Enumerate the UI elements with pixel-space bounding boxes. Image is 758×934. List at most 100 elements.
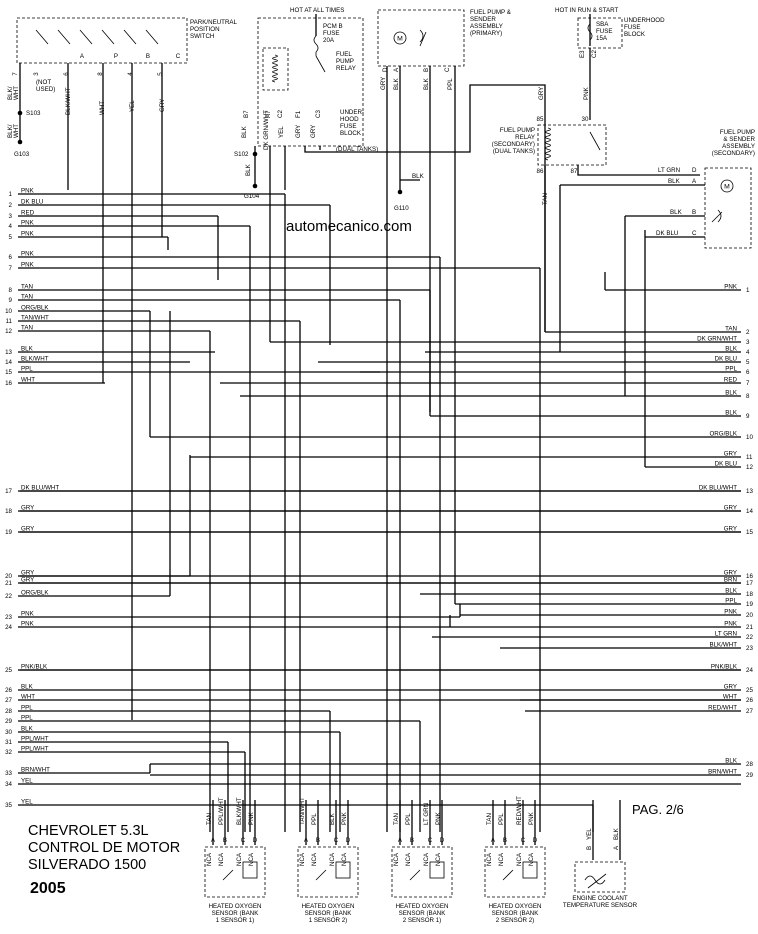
right-pin-4: 4 [746,349,750,356]
pnp-wire-label: GRY [159,99,166,112]
underhood-block-label: FUSE [624,24,641,31]
right-pin-1: 1 [746,287,750,294]
o2-sensor-2-wire-label: PPL [311,813,318,825]
o2-sensor-1-label: 1 SENSOR 1) [216,917,255,924]
title-year: 2005 [30,880,66,897]
right-pin-22: 22 [746,634,753,641]
left-pin-7: 7 [9,265,13,272]
o2-sensor-1-pin: B [223,837,227,844]
underhood-fuse-block-label: UNDER- [340,109,364,116]
ground-g110-label: G110 [394,205,409,212]
relay2-wire-gry: GRY [538,87,545,100]
right-pin-29: 29 [746,772,753,779]
left-pin-9: 9 [9,297,13,304]
left-pin-33: 33 [5,770,12,777]
gry-secondary-feed [304,84,546,153]
pnp-wire-label: BLK/WHT [65,87,72,115]
o2-sensor-3-nca: NCA [393,852,400,866]
left-pin-18: 18 [5,508,12,515]
relay-coil-2 [545,127,551,161]
s102-wire-label: BLK [245,163,252,176]
title-line-3: SILVERADO 1500 [28,857,147,873]
pnp-pin-num: 4 [127,72,134,76]
left-wire-label-22: ORG/BLK [21,590,49,597]
fuel-pump-primary-motor-icon [393,31,407,45]
left-pin-15: 15 [5,369,12,376]
secondary-relay-label: RELAY [515,134,535,141]
relay-coil-1 [272,54,278,83]
o2-sensor-4-box [484,846,546,898]
left-wire-label-34: YEL [21,778,33,785]
right-pin-13: 13 [746,488,753,495]
left-wire-label-30: BLK [21,726,34,733]
right-wire-label-26: WHT [723,694,737,701]
motor-symbol: M [397,36,403,43]
splice-s103-label: S103 [26,110,41,117]
ect-label: TEMPERATURE SENSOR [563,902,638,909]
o2-sensor-1-wire-label: PPL/WHT [218,797,225,825]
switch-contact [57,29,71,45]
right-wire-label-14: GRY [724,505,737,512]
fp2-pin-A: A [692,178,697,185]
right-wire-label-13: DK BLU/WHT [699,485,737,492]
fuse2-pin: C2 [591,50,598,58]
o2-sensor-2-nca: NCA [299,852,306,866]
fp1-wire-label: BLK [393,77,400,90]
switch-contact [145,29,159,45]
title-line-2: CONTROL DE MOTOR [28,840,181,856]
fp2-wire-label: LT GRN [658,167,680,174]
left-wire-label-9: TAN [21,294,33,301]
o2-sensor-4-pin: D [533,837,538,844]
relay2-pin-85: 85 [537,116,544,123]
watermark: automecanico.com [286,218,412,235]
o2-sensor-1-nca: NCA [218,852,225,866]
fp2-wire-label: BLK [670,209,683,216]
right-pin-15: 15 [746,529,753,536]
o2-sensor-2-wire-label: PNK [341,811,348,825]
left-pin-19: 19 [5,529,12,536]
o2-sensor-4-pin: A [491,837,496,844]
left-pin-17: 17 [5,488,12,495]
fuse-symbol [313,35,319,53]
o2-sensor-1-pin: D [253,837,258,844]
right-wire-label-18: BLK [725,588,738,595]
fuse2-pin: E3 [579,50,586,58]
left-pin-30: 30 [5,729,12,736]
fp1-pin-C: C [444,67,451,72]
o2-sensor-4-pin: B [503,837,507,844]
not-used-label: USED) [36,86,55,93]
o2-sensor-1-label: HEATED OXYGEN [209,903,262,910]
fp1-pin-B: B [423,68,430,72]
sba-fuse-label: FUSE [596,28,613,35]
o2-sensor-4-pin: C [521,837,526,844]
right-pin-2: 2 [746,329,750,336]
pcm-fuse-label: PCM B [323,23,343,30]
o2-sensor-3-label: HEATED OXYGEN [396,903,449,910]
relay-wire-label: GRY [295,125,302,138]
right-pin-26: 26 [746,697,753,704]
right-pin-7: 7 [746,380,750,387]
right-pin-12: 12 [746,464,753,471]
o2-sensor-1-nca: NCA [206,852,213,866]
o2-sensor-3-pin: B [410,837,414,844]
o2-sensor-arrow [502,869,514,881]
fp1-pin-A: A [393,67,400,72]
ect-thermistor [584,875,606,885]
o2-sensor-2-wire-label: TAN/WHT [299,797,306,825]
fuel-pump-relay-label: PUMP [336,58,354,65]
left-wire-label-3: RED [21,210,35,217]
right-wire-label-3: DK GRN/WHT [697,336,737,343]
switch-contact [123,29,137,45]
o2-sensor-1-wire-label: PNK [248,811,255,825]
o2-sensor-2-nca: NCA [311,852,318,866]
right-wire-label-10: ORG/BLK [709,431,737,438]
left-pin-1: 1 [9,191,13,198]
o2-sensor-3-pin: C [428,837,433,844]
left-wire-label-32: PPL/WHT [21,746,49,753]
left-pin-35: 35 [5,802,12,809]
right-pin-24: 24 [746,667,753,674]
fp2-pin-B: B [692,209,696,216]
fp1-wire-label: PPL [447,78,454,90]
left-pin-20: 20 [5,573,12,580]
